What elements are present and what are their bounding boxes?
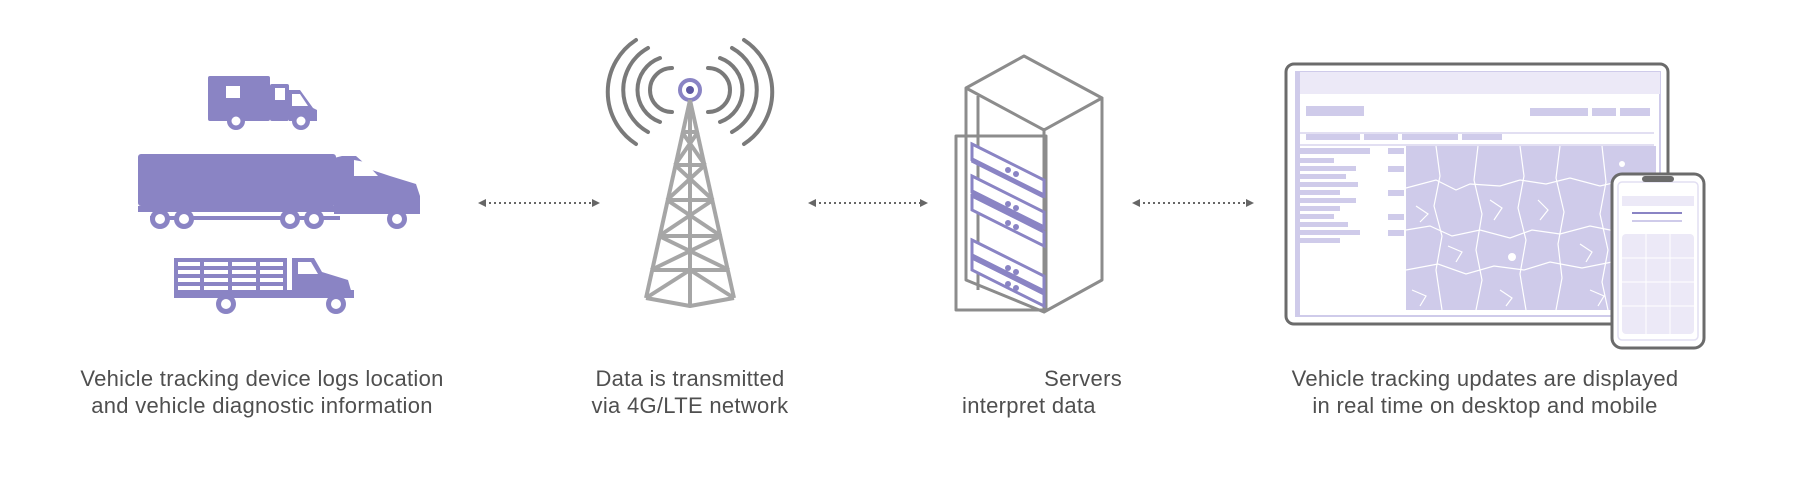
caption-line: interpret data [962, 393, 1096, 418]
server-units [970, 141, 1046, 309]
tower-frame [644, 99, 736, 308]
caption-line: and vehicle diagnostic information [91, 393, 433, 418]
arrow-tower-servers [808, 199, 928, 207]
caption-line: in real time on desktop and mobile [1312, 393, 1658, 418]
step-caption-servers: Servers interpret data [962, 365, 1182, 419]
server-unit [970, 173, 1046, 231]
caption-line: Data is transmitted [595, 366, 785, 391]
stake-truck-icon [174, 258, 354, 314]
arrow-servers-display [1132, 199, 1254, 207]
caption-line: via 4G/LTE network [591, 393, 789, 418]
arrow-vehicles-tower [478, 199, 600, 207]
caption-line: Vehicle tracking device logs location [80, 366, 444, 391]
box-truck-icon [208, 76, 317, 130]
server-unit [970, 193, 1046, 249]
step-caption-display: Vehicle tracking updates are displayed i… [1270, 365, 1700, 419]
desktop-mobile-icon [1284, 62, 1706, 350]
semi-truck-icon [138, 154, 420, 229]
server-rack-icon [954, 54, 1104, 314]
vehicles-icon [138, 76, 420, 314]
server-unit [970, 255, 1046, 309]
caption-line: Vehicle tracking updates are displayed [1291, 366, 1679, 391]
mobile-phone [1610, 172, 1706, 350]
step-caption-network: Data is transmitted via 4G/LTE network [560, 365, 820, 419]
server-unit [970, 237, 1046, 295]
server-unit [970, 141, 1046, 199]
cell-tower-icon [605, 38, 775, 308]
signal-waves-icon [605, 38, 775, 146]
desktop-sidebar-list [1300, 148, 1404, 243]
step-caption-vehicles: Vehicle tracking device logs location an… [52, 365, 472, 419]
caption-line: Servers [1044, 366, 1122, 391]
